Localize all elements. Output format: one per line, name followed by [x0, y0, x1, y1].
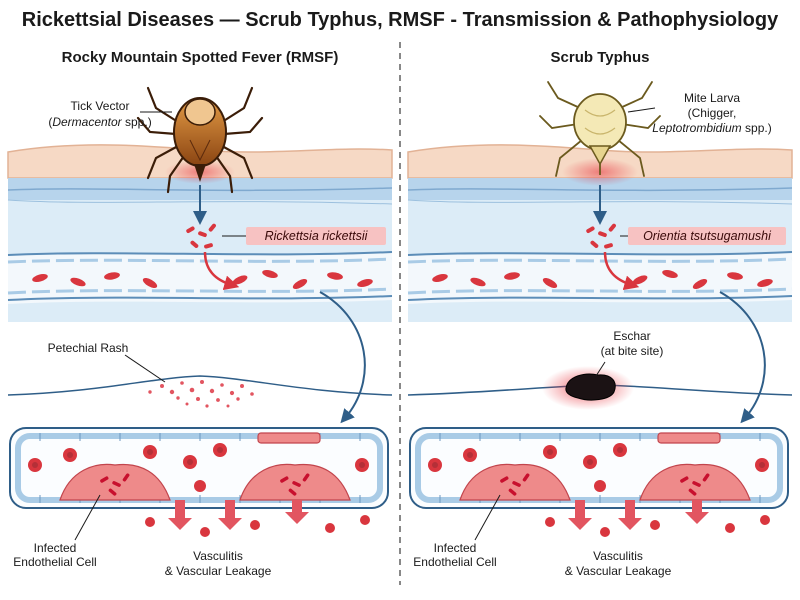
- scrub-cell-label-line2: Endothelial Cell: [413, 555, 496, 569]
- eschar-label: Eschar: [613, 329, 650, 343]
- rmsf-bloodstream-arrow: [203, 251, 240, 291]
- rmsf-cell-label-line2: Endothelial Cell: [13, 555, 96, 569]
- scrub-effect-label-line2: & Vascular Leakage: [565, 564, 672, 578]
- rmsf-cell-leader: [74, 494, 101, 541]
- scrub-effect-label-line1: Vasculitis: [593, 549, 643, 563]
- tick-vector-label: Tick Vector: [71, 99, 130, 113]
- scrub-pathogen-label: Orientia tsutsugamushi: [643, 229, 772, 243]
- mite-vector-label: Mite Larva: [684, 91, 740, 105]
- scrub-leaked-rbcs: [545, 515, 770, 537]
- rickettsia-bacteria: [186, 223, 216, 249]
- rmsf-effect-label-line2: & Vascular Leakage: [165, 564, 272, 578]
- mite-vector-label-line2: (Chigger,: [688, 106, 737, 120]
- scrub-cell-label-line1: Infected: [434, 541, 477, 555]
- scrub-blood-vessel: [409, 427, 789, 509]
- rmsf-leakage-arrows: [168, 500, 309, 530]
- tick-vector-icon: [136, 86, 264, 194]
- scrub-cell-leader: [474, 494, 501, 541]
- petechial-rash: [148, 380, 254, 408]
- scrub-dermal-vessel: [407, 251, 793, 304]
- rmsf-cell-label-line1: Infected: [34, 541, 77, 555]
- rmsf-systemic-spread-arrow: [319, 291, 366, 424]
- rmsf-skin-surface: [7, 375, 393, 396]
- mite-species-label: Leptotrombidium spp.): [652, 121, 771, 135]
- orientia-bacteria: [586, 223, 616, 249]
- eschar-icon: [565, 373, 616, 401]
- scrub-bloodstream-arrow: [603, 251, 640, 291]
- rmsf-pathogen-label: Rickettsia rickettsii: [265, 229, 369, 243]
- rmsf-heading: Rocky Mountain Spotted Fever (RMSF): [62, 49, 339, 66]
- rmsf-effect-label-line1: Vasculitis: [193, 549, 243, 563]
- scrub-leakage-arrows: [568, 500, 709, 530]
- rmsf-leaked-rbcs: [145, 515, 370, 537]
- rmsf-blood-vessel: [9, 427, 389, 509]
- scrub-typhus-heading: Scrub Typhus: [551, 49, 650, 66]
- rmsf-panel: Rocky Mountain Spotted Fever (RMSF): [7, 49, 393, 578]
- rmsf-dermal-vessel: [7, 251, 393, 304]
- mite-leader-line: [627, 107, 656, 113]
- tick-species-label: (Dermacentor spp.): [48, 115, 151, 129]
- scrub-systemic-spread-arrow: [719, 291, 766, 424]
- mite-larva-icon: [539, 81, 661, 177]
- scrub-typhus-panel: Scrub Typhus: [407, 49, 793, 578]
- rash-leader-line: [124, 354, 166, 383]
- diagram-title: Rickettsial Diseases — Scrub Typhus, RMS…: [22, 9, 779, 31]
- eschar-label-line2: (at bite site): [601, 344, 664, 358]
- eschar-leader-line: [595, 361, 606, 377]
- rash-label: Petechial Rash: [48, 341, 129, 355]
- rmsf-pathogen-highlight: [246, 227, 386, 245]
- scrub-pathogen-highlight: [628, 227, 786, 245]
